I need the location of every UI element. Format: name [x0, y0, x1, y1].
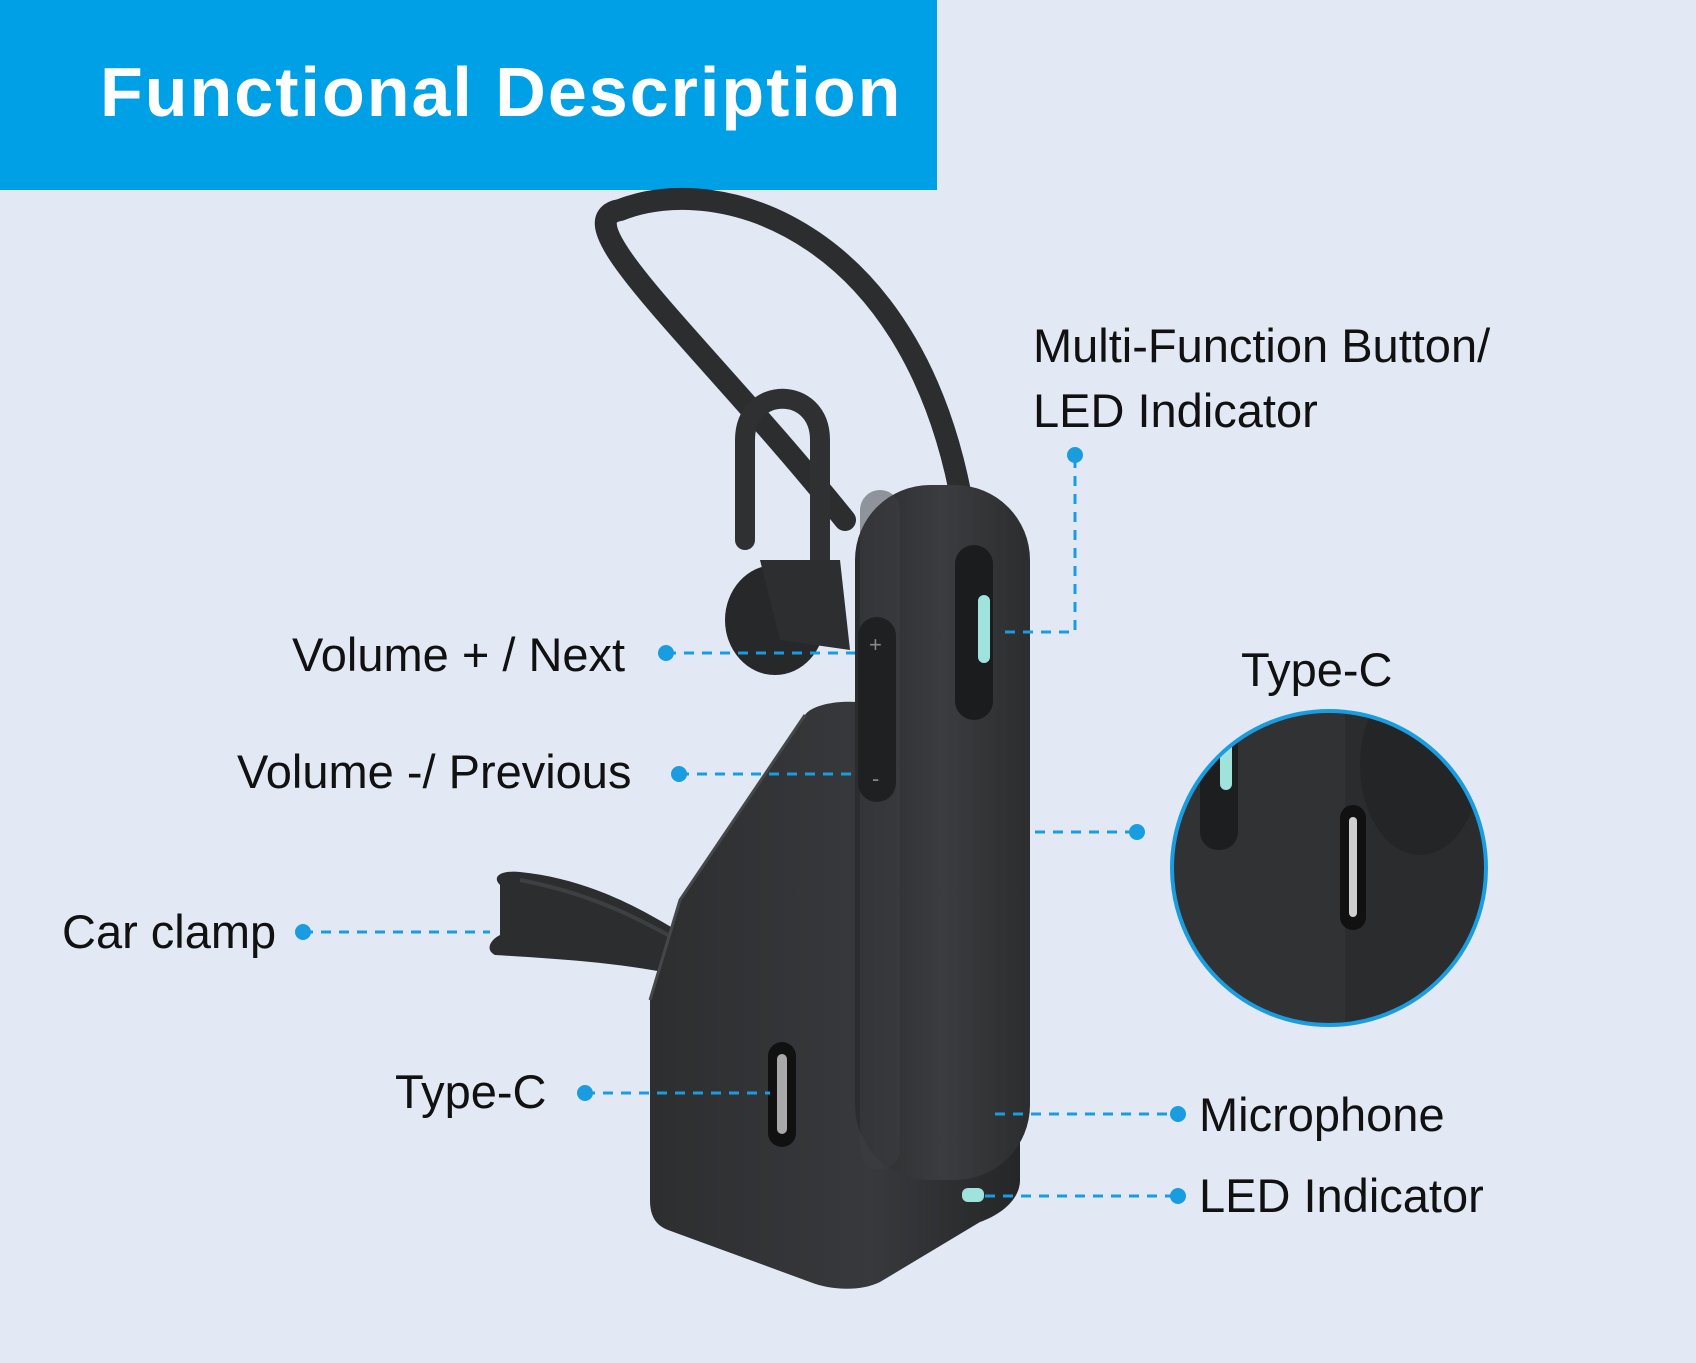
callout-multi-function — [1005, 455, 1077, 634]
svg-text:-: - — [872, 766, 879, 791]
title-banner: Functional Description — [0, 0, 937, 190]
type-c-inset — [1172, 711, 1486, 1025]
svg-text:+: + — [869, 632, 882, 657]
label-microphone: Microphone — [1199, 1088, 1445, 1141]
dot-car-clamp — [295, 924, 311, 940]
label-multi-function-line1: Multi-Function Button/ — [1033, 319, 1491, 372]
dot-volume-up — [658, 645, 674, 661]
dot-microphone — [1170, 1106, 1186, 1122]
dot-type-c-inset — [1129, 824, 1145, 840]
label-multi-function-line2: LED Indicator — [1033, 384, 1318, 437]
label-car-clamp: Car clamp — [62, 905, 277, 958]
page-title: Functional Description — [100, 53, 903, 131]
ear-loop — [735, 388, 830, 570]
car-clamp — [489, 871, 700, 980]
label-led-indicator: LED Indicator — [1199, 1169, 1484, 1222]
volume-rocker — [858, 617, 896, 802]
label-type-c-base: Type-C — [395, 1065, 547, 1118]
multi-function-button — [955, 545, 993, 720]
dot-multi-function — [1067, 447, 1083, 463]
inset-ring — [1170, 709, 1488, 1027]
dot-volume-down — [671, 766, 687, 782]
led-call-icon — [978, 595, 990, 663]
label-type-c-inset: Type-C — [1241, 643, 1393, 696]
dot-led — [1170, 1188, 1186, 1204]
label-volume-down: Volume -/ Previous — [237, 745, 632, 798]
ear-hook — [594, 188, 976, 531]
dot-type-c-base — [577, 1085, 593, 1101]
label-volume-up: Volume + / Next — [292, 628, 626, 681]
base-led — [962, 1188, 984, 1202]
